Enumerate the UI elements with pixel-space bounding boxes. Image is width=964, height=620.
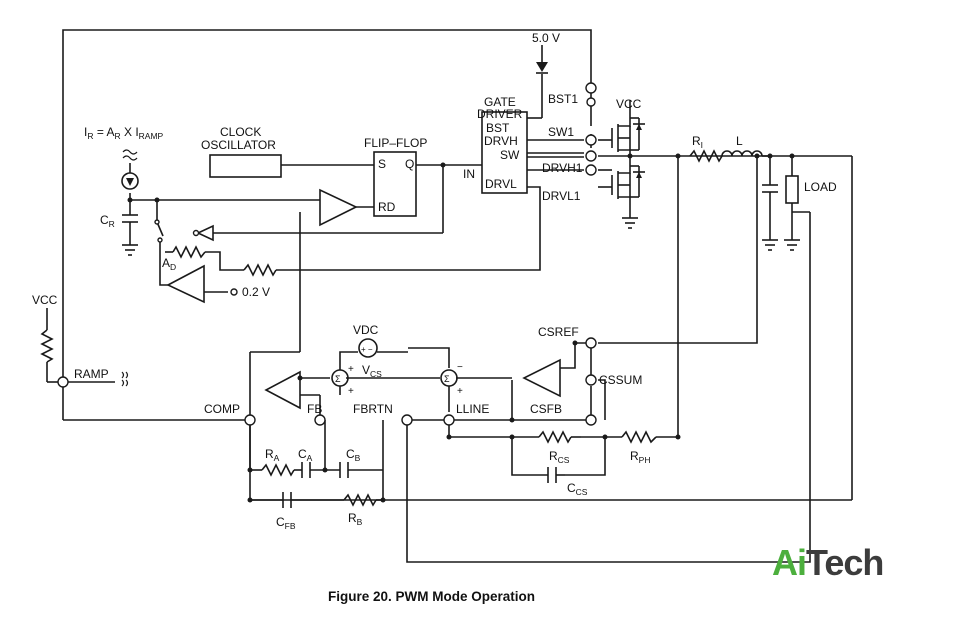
summer-lline [440, 369, 458, 387]
svg-text:AiTech: AiTech [772, 542, 883, 583]
label-drvh1: DRVH1 [542, 161, 583, 175]
pin-lline [443, 414, 455, 426]
label-ri: RI [692, 134, 703, 150]
label-rcs: RCS [549, 449, 570, 465]
label-sw1: SW1 [548, 125, 574, 139]
pin-comp [244, 414, 256, 426]
label-sum2-top: − [457, 362, 463, 373]
label-sum1-sigma: Σ [335, 374, 341, 384]
resistors [40, 149, 723, 507]
label-cfb: CFB [276, 515, 296, 531]
error-amplifier [264, 370, 301, 410]
label-in: IN [463, 167, 475, 181]
labels: 5.0 V GATE DRIVER BST1 VCC BST SW1 DRVH … [32, 31, 837, 531]
label-cssum: CSSUM [599, 373, 642, 387]
ramp-pin-squiggle [121, 371, 129, 387]
label-csfb: CSFB [530, 402, 562, 416]
ramp-reset-switch [154, 219, 164, 243]
label-bst1: BST1 [548, 92, 578, 106]
label-vcc-fet: VCC [616, 97, 642, 111]
ground-cr [122, 244, 138, 256]
label-fbrtn: FBRTN [353, 402, 393, 416]
label-rb: RB [348, 511, 363, 527]
label-ccs: CCS [567, 481, 588, 497]
label-comp: COMP [204, 402, 240, 416]
vdc-source [358, 338, 378, 358]
label-sw: SW [500, 148, 520, 162]
clock-oscillator [209, 154, 282, 178]
pin-sw1 [585, 134, 597, 146]
csfb-amplifier [522, 358, 561, 398]
label-flipflop: FLIP–FLOP [364, 136, 427, 150]
figure-caption: Figure 20. PWM Mode Operation [328, 589, 535, 604]
pin-nodes [57, 82, 795, 503]
label-vdc-polarity: + − [361, 345, 373, 354]
high-side-fet [611, 100, 645, 156]
pin-csref [585, 337, 597, 349]
label-load: LOAD [804, 180, 837, 194]
label-ad: AD [162, 256, 176, 272]
label-oscillator: OSCILLATOR [201, 138, 276, 152]
label-rph: RPH [630, 449, 650, 465]
label-ra: RA [265, 447, 280, 463]
flip-flop [373, 151, 417, 217]
label-l: L [736, 134, 743, 148]
label-0v2: 0.2 V [242, 285, 270, 299]
label-ca: CA [298, 447, 313, 463]
label-csref: CSREF [538, 325, 579, 339]
load [785, 175, 799, 204]
label-ir-equation: IR = AR X IRAMP [84, 125, 164, 141]
watermark-logo: AiTech [772, 542, 884, 583]
pin-cssum [585, 374, 597, 386]
pin-bst1 [585, 82, 597, 94]
watermark-tech: Tech [806, 542, 883, 583]
ad-amplifier [166, 264, 205, 304]
label-rd: RD [378, 200, 396, 214]
label-fb: FB [307, 402, 322, 416]
label-clock: CLOCK [220, 125, 261, 139]
low-side-fet [611, 156, 645, 205]
ground-fet [622, 205, 638, 229]
ground-load [784, 239, 800, 251]
label-ramp: RAMP [74, 367, 109, 381]
watermark-ai: Ai [772, 542, 806, 583]
label-vcc-left: VCC [32, 293, 58, 307]
label-drvl: DRVL [485, 177, 517, 191]
pwm-comparator [319, 188, 358, 227]
label-cr: CR [100, 213, 115, 229]
pin-drvl1 [585, 164, 597, 176]
label-sum2-sigma: Σ [444, 374, 450, 384]
gate-driver [481, 111, 528, 194]
label-drvl1: DRVL1 [542, 189, 581, 203]
capacitors [122, 184, 778, 508]
label-s: S [378, 157, 386, 171]
label-sum2-bottom: + [457, 386, 463, 397]
label-sum1-bottom: + [348, 386, 354, 397]
wires [46, 29, 853, 563]
inverter [192, 224, 214, 242]
label-sum1-top: + [348, 364, 354, 375]
grounds [122, 205, 800, 256]
label-q: Q [405, 157, 414, 171]
label-vcs: VCS [362, 363, 382, 379]
summer-vcs [331, 369, 349, 387]
ramp-current-source [121, 149, 139, 190]
pin-bst1-lower [586, 97, 596, 107]
label-gate: GATE [484, 95, 516, 109]
ground-cap [762, 239, 778, 251]
label-cb: CB [346, 447, 361, 463]
bootstrap-diode [536, 62, 548, 74]
pin-csfb [585, 414, 597, 426]
pin-fb [314, 414, 326, 426]
label-bst: BST [486, 121, 510, 135]
label-drvh: DRVH [484, 134, 518, 148]
label-vdc: VDC [353, 323, 379, 337]
pin-drvh1 [585, 150, 597, 162]
pin-fbrtn [401, 414, 413, 426]
label-driver: DRIVER [477, 107, 523, 121]
pin-ramp [57, 376, 69, 388]
label-5v: 5.0 V [532, 31, 560, 45]
label-lline: LLINE [456, 402, 489, 416]
